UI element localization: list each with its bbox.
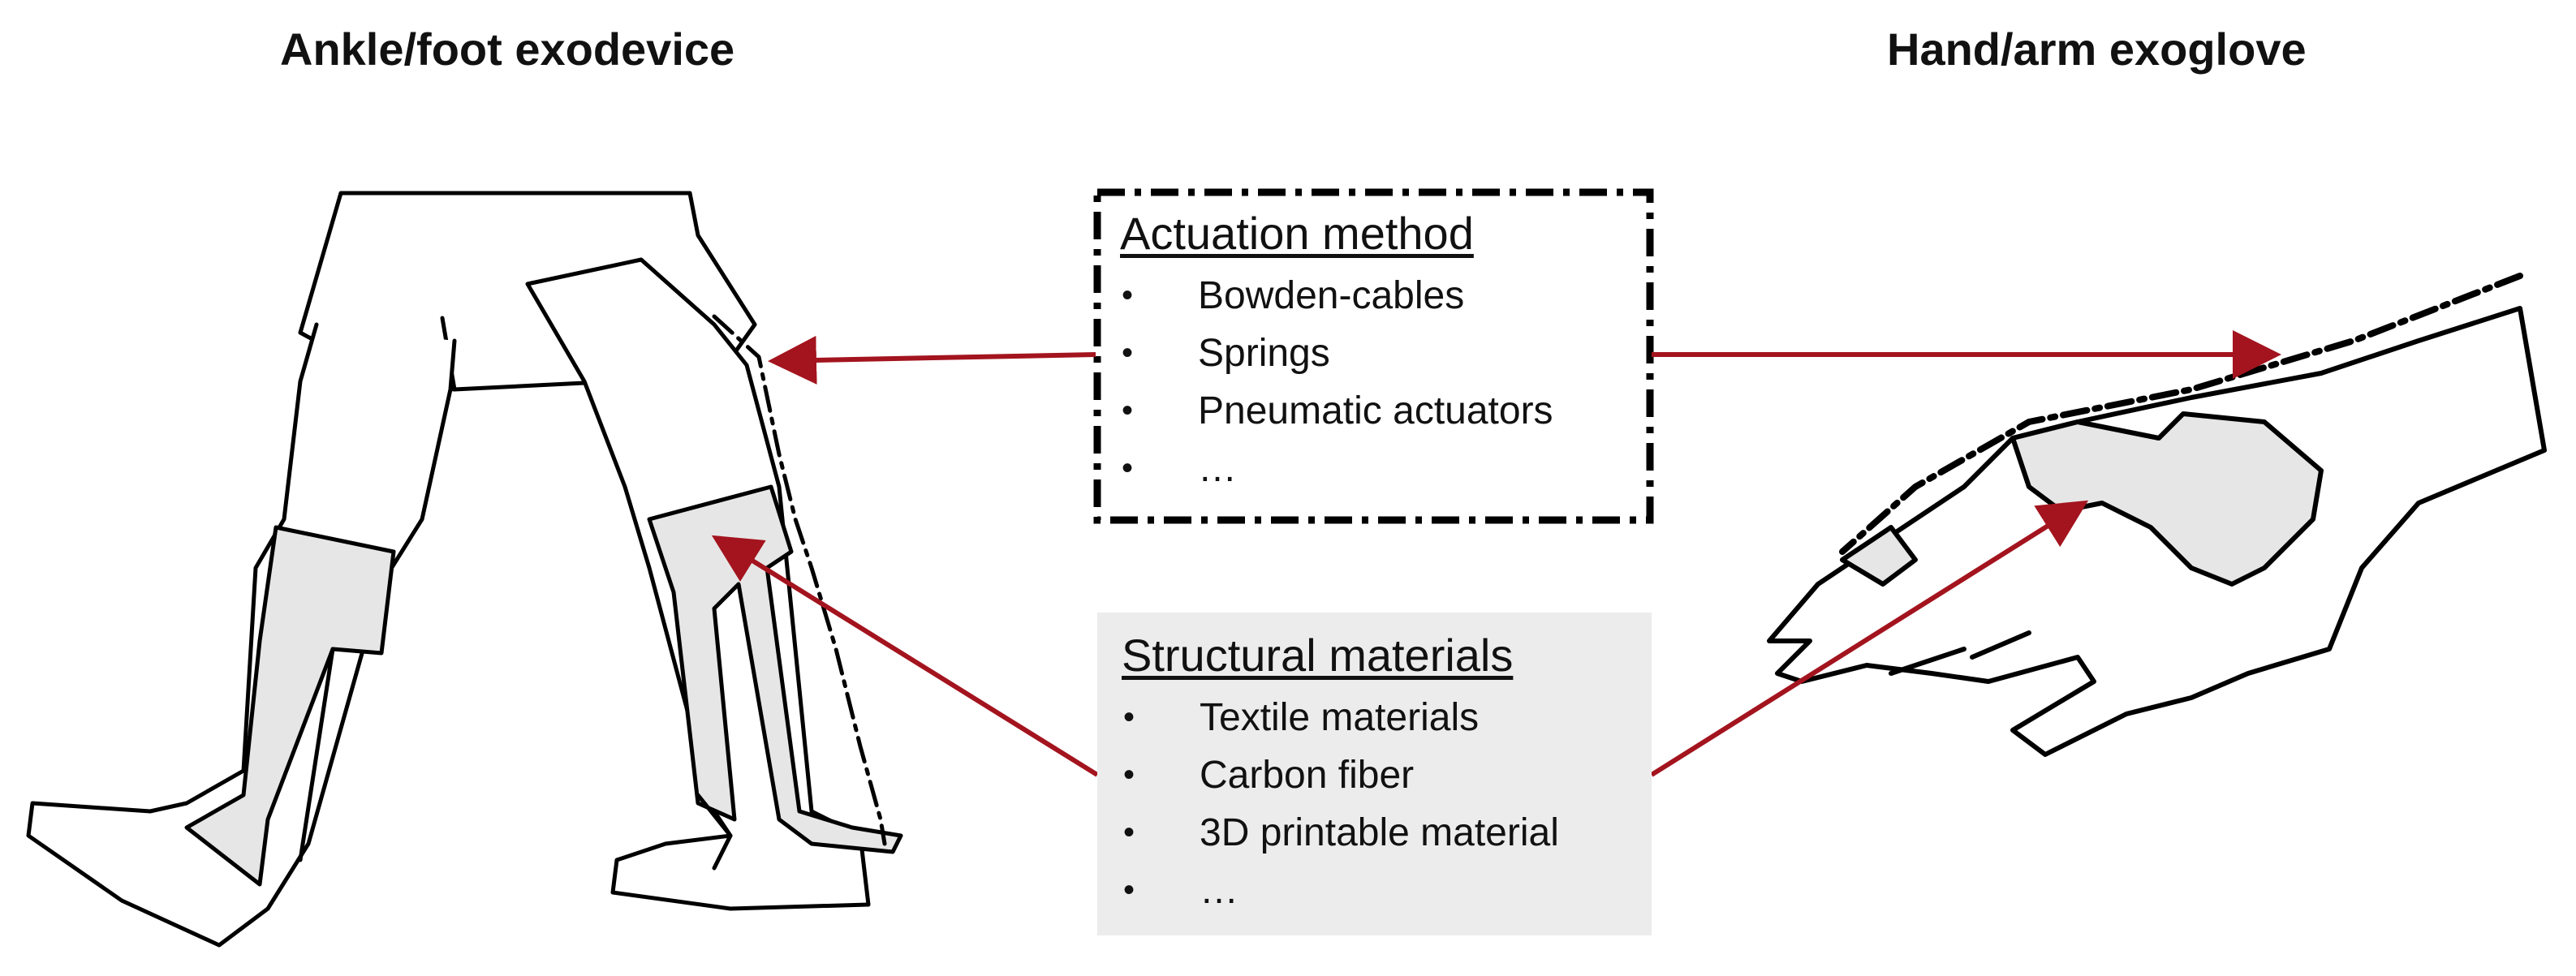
arrow-actuation-to-leg [768,335,1096,385]
list-item: • 3D printable material [1122,804,1629,862]
cable-line-leg [712,314,887,846]
bullet-icon: • [1123,815,1135,850]
bullet-icon: • [1122,335,1134,371]
cable-line-hand [1839,273,2523,555]
list-item: • Carbon fiber [1122,746,1629,804]
bullet-icon: • [1122,393,1134,428]
front-brace [647,484,903,854]
structural-title: Structural materials [1122,630,1514,681]
list-item-label: Springs [1198,332,1330,375]
list-item: • Springs [1120,325,1629,382]
bullet-icon: • [1122,450,1134,486]
finger-ring [1840,525,1918,587]
back-leg-outline [26,322,457,948]
back-brace [184,525,396,887]
structural-list: • Textile materials • Carbon fiber • 3D pri… [1122,689,1629,919]
list-item-label: Carbon fiber [1200,754,1415,797]
list-item-label: Textile materials [1200,696,1480,739]
bullet-icon: • [1123,757,1135,793]
structural-materials-box: Structural materials • Textile materials … [1097,613,1652,935]
actuation-method-box: Actuation method • Bowden-cables • Springs… [1096,191,1652,522]
list-item-label: … [1198,447,1237,490]
list-item-label: Bowden-cables [1198,274,1465,317]
list-item-label: … [1200,869,1238,912]
arrows [711,330,2281,777]
list-item-label: 3D printable material [1200,811,1559,854]
actuation-box-border [1093,188,1654,524]
hand-illustration [1767,273,2547,757]
list-item: • Pneumatic actuators [1120,382,1629,440]
bullet-icon: • [1122,277,1134,313]
bullet-icon: • [1123,872,1135,908]
arrow-structural-to-leg [711,535,1099,777]
list-item-label: Pneumatic actuators [1198,389,1553,432]
list-item: • Textile materials [1122,689,1629,746]
list-item: •… [1122,862,1629,919]
list-item: • Bowden-cables [1120,267,1629,325]
actuation-title: Actuation method [1120,208,1474,259]
hand-arm-heading: Hand/arm exoglove [1887,24,2307,75]
list-item: •… [1120,440,1629,497]
actuation-list: • Bowden-cables • Springs • Pneumatic actua… [1120,267,1629,497]
ankle-foot-heading: Ankle/foot exodevice [280,24,735,75]
arrow-structural-to-hand [1650,500,2089,777]
bullet-icon: • [1123,699,1135,735]
